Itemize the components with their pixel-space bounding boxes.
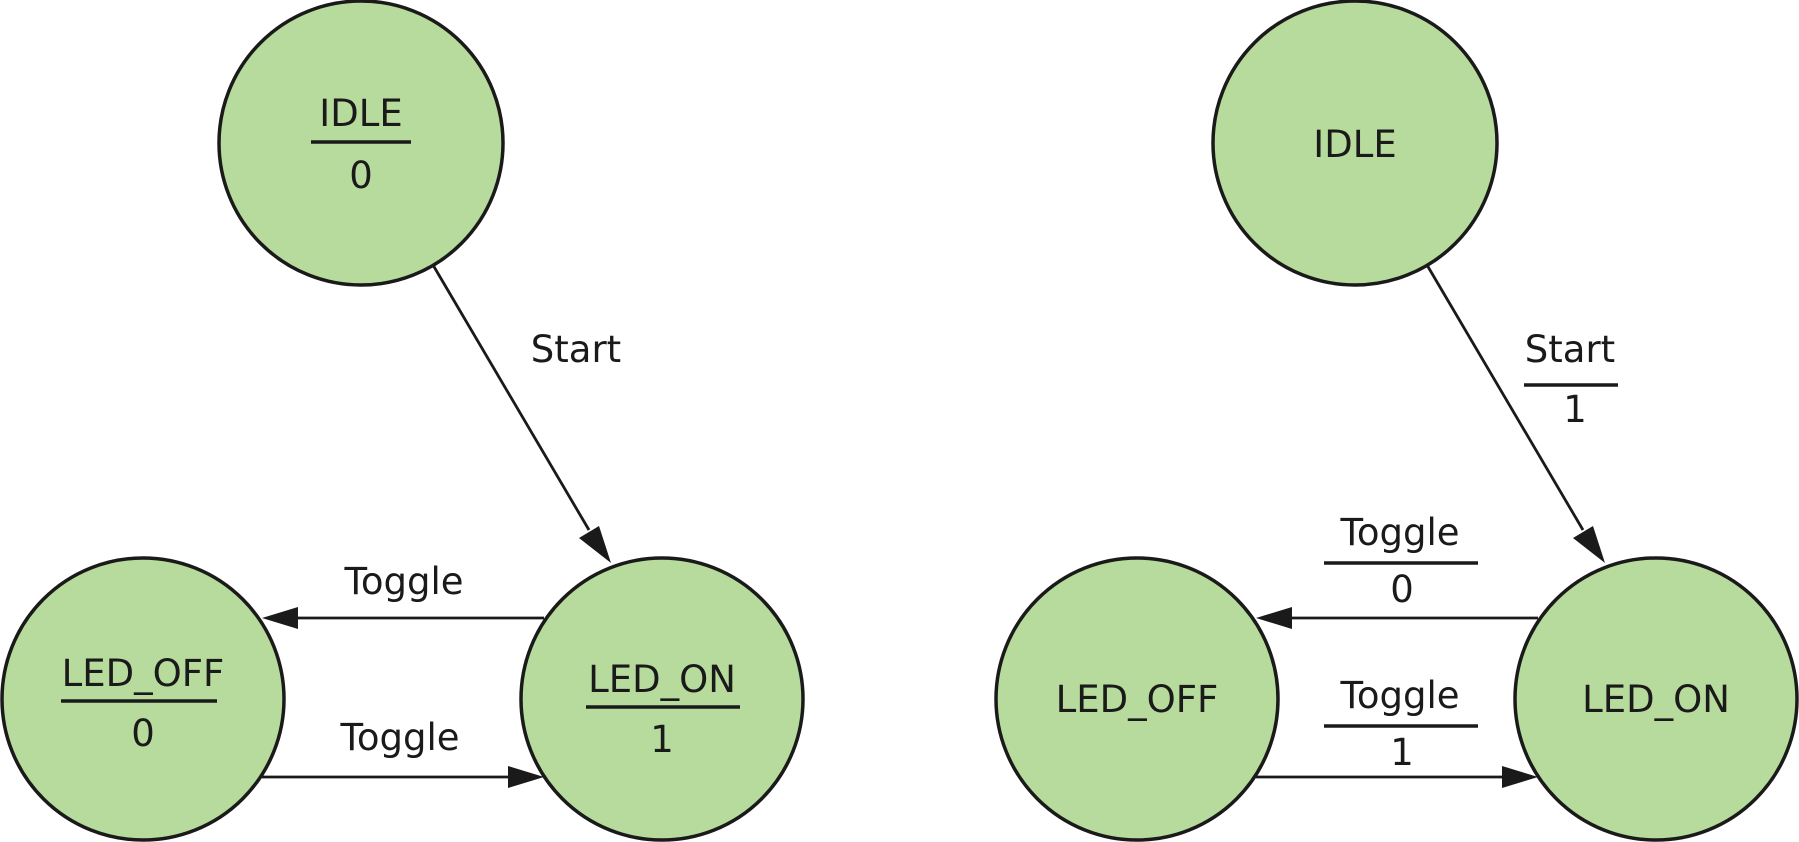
mealy-edge-idle-to-led-on [1425,264,1585,531]
moore-transition-led-on-to-led-off [262,607,544,629]
arrow-head-icon [1573,526,1605,563]
moore-start-input-label: Start [531,328,621,371]
mealy-toggle-input-label-bottom: Toggle [1340,674,1460,717]
arrow-head-icon [262,607,298,629]
state-circle [519,556,805,842]
mealy-toggle-input-label-top: Toggle [1340,511,1460,554]
state-name: LED_OFF [1056,678,1219,721]
moore-transition-led-off-to-led-on [262,766,544,788]
mealy-start-output-label: 1 [1563,388,1587,431]
state-output: 1 [650,718,674,761]
mealy-state-idle: IDLE [1211,0,1499,287]
mealy-start-input-label: Start [1525,328,1615,371]
moore-state-led-off: LED_OFF 0 [0,556,286,842]
arrow-head-icon [1502,766,1538,788]
mealy-transition-idle-to-led-on [1425,264,1605,563]
state-circle [1513,556,1799,842]
mealy-state-led-off: LED_OFF [994,556,1280,842]
mealy-toggle-output-label-bottom: 1 [1390,731,1414,774]
mealy-toggle-output-label-top: 0 [1390,568,1414,611]
state-output: 0 [349,154,373,197]
state-name: LED_ON [1582,678,1730,721]
mealy-state-led-on: LED_ON [1513,556,1799,842]
moore-diagram: Start Toggle Toggle IDLE 0 LED_OFF 0 [0,0,805,842]
state-output: 0 [131,712,155,755]
moore-toggle-input-label-bottom: Toggle [340,716,460,759]
state-name: LED_ON [588,658,736,701]
moore-state-led-on: LED_ON 1 [519,556,805,842]
moore-state-idle: IDLE 0 [217,0,505,287]
state-circle [1211,0,1499,287]
state-circle [994,556,1280,842]
state-name: LED_OFF [62,652,225,695]
state-name: IDLE [319,92,402,135]
arrow-head-icon [1256,607,1292,629]
moore-toggle-input-label-top: Toggle [344,560,464,603]
mealy-transition-led-off-to-led-on [1256,766,1538,788]
moore-edge-idle-to-led-on [431,264,591,531]
mealy-transition-led-on-to-led-off [1256,607,1538,629]
arrow-head-icon [579,526,611,563]
moore-transition-idle-to-led-on [431,264,611,563]
mealy-diagram: Start 1 Toggle 0 Toggle 1 IDLE LED_OFF [994,0,1799,842]
arrow-head-icon [508,766,544,788]
state-name: IDLE [1313,123,1396,166]
state-circle [0,556,286,842]
